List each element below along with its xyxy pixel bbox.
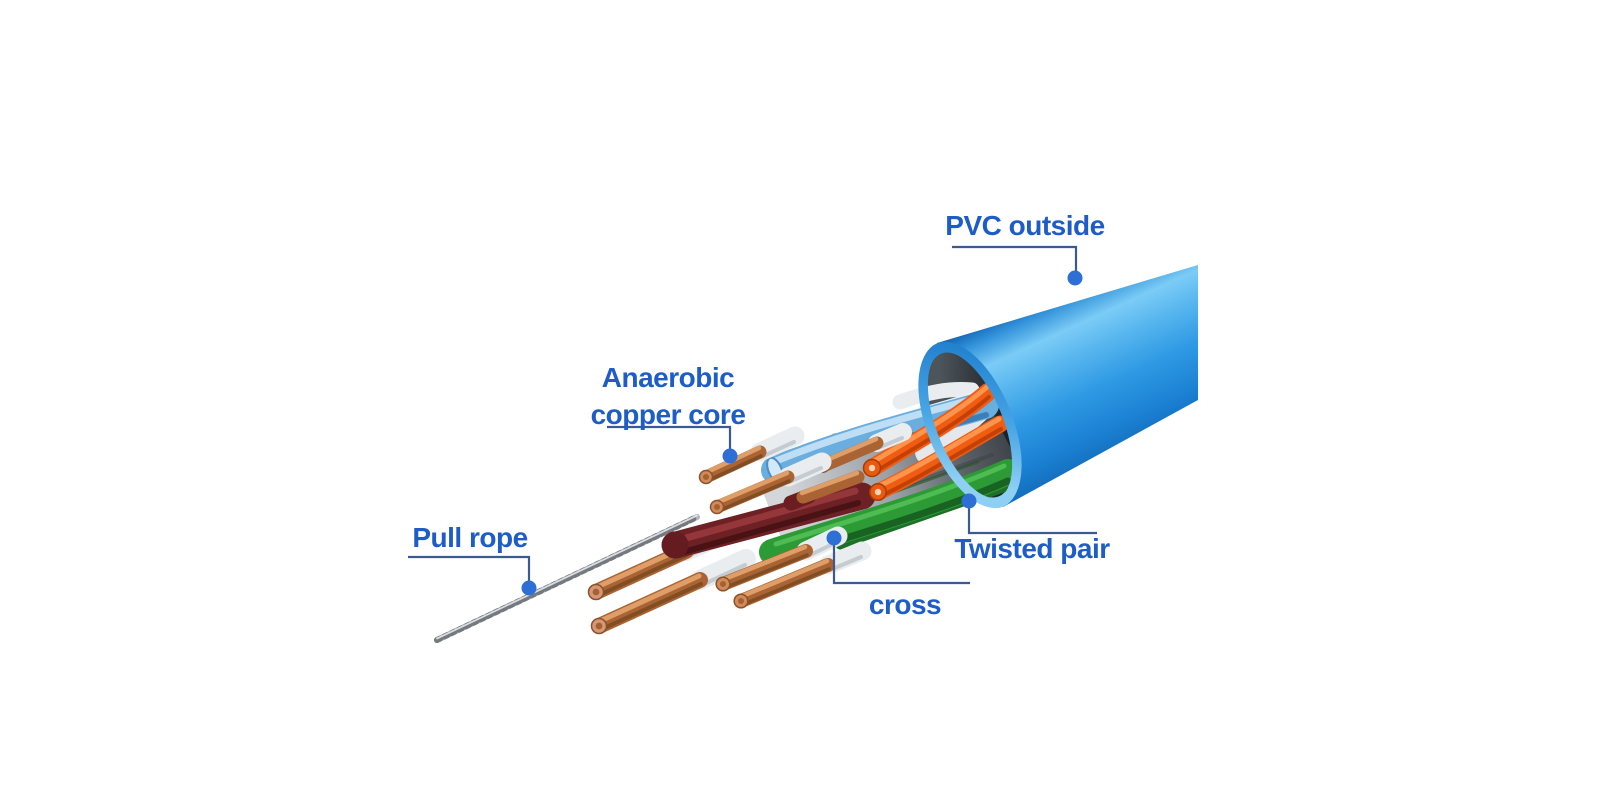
twisted-pair-leader	[967, 508, 1097, 535]
label-anaerobic-line1: Anaerobic	[601, 362, 735, 393]
callout-dots	[521, 270, 1083, 596]
label-twisted-pair: Twisted pair	[954, 533, 1110, 564]
twisted-pair-dot	[961, 493, 977, 509]
pvc-outside-leader	[952, 245, 1078, 271]
pvc-outside-dot	[1067, 270, 1083, 286]
cross-leader	[832, 545, 970, 585]
anaerobic-copper-core-dot	[722, 448, 738, 464]
label-pvc-outside: PVC outside	[945, 210, 1105, 241]
label-anaerobic-line2: copper core	[590, 399, 746, 430]
maroon-wire	[661, 482, 876, 559]
label-cross: cross	[868, 589, 942, 620]
copper-core-rod	[698, 426, 805, 485]
callout-leaders	[408, 245, 1097, 585]
pull-rope-wire	[434, 514, 700, 643]
anaerobic-copper-core-leader	[607, 425, 732, 449]
pull-rope-leader	[408, 555, 531, 581]
copper-core-rod	[590, 549, 756, 635]
copper-core-rod	[709, 452, 832, 515]
jacket-mouth-rim-front	[918, 342, 1022, 508]
pull-rope-dot	[521, 580, 537, 596]
label-pull-rope: Pull rope	[412, 522, 528, 553]
copper-core-rod	[783, 470, 865, 511]
label-anaerobic-copper-core: Anaerobic copper core	[568, 359, 768, 433]
cross-dot	[826, 530, 842, 546]
